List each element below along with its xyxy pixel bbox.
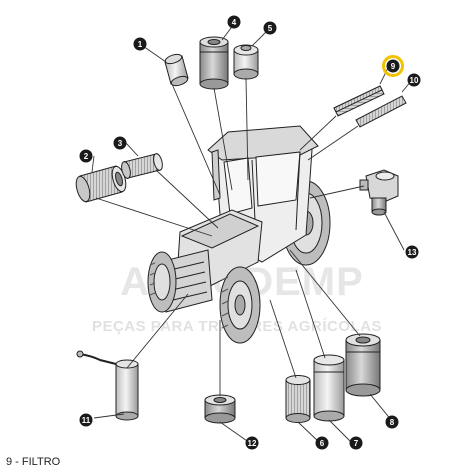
part-11-fuel-filter <box>76 350 139 421</box>
part-10-cabin-filter <box>355 95 407 128</box>
part-6-cartridge-filter <box>285 375 311 423</box>
callout-1[interactable]: 1 <box>133 37 147 51</box>
callout-9-highlighted[interactable]: 9 <box>382 55 404 77</box>
callout-1-label: 1 <box>138 40 143 49</box>
tractor-illustration <box>147 125 331 344</box>
callout-13[interactable]: 13 <box>405 245 419 259</box>
part-3-air-filter <box>121 153 163 179</box>
part-12-filter <box>204 394 236 424</box>
callout-11[interactable]: 11 <box>79 413 93 427</box>
callout-5[interactable]: 5 <box>263 21 277 35</box>
callout-12-label: 12 <box>248 439 257 448</box>
callout-6-label: 6 <box>320 439 325 448</box>
callout-2[interactable]: 2 <box>79 149 93 163</box>
callout-9-label: 9 <box>391 62 396 71</box>
part-13-filter-housing <box>359 169 399 216</box>
callout-7[interactable]: 7 <box>349 436 363 450</box>
callout-6[interactable]: 6 <box>315 436 329 450</box>
part-2-air-filter <box>75 165 127 203</box>
part-1-filter <box>164 53 189 87</box>
callout-10[interactable]: 10 <box>407 73 421 87</box>
callout-10-label: 10 <box>410 76 419 85</box>
callout-3-label: 3 <box>118 139 123 148</box>
part-4-filter <box>199 36 229 90</box>
callout-3[interactable]: 3 <box>113 136 127 150</box>
selected-part-caption: 9 - FILTRO <box>6 456 61 468</box>
callout-8-label: 8 <box>390 418 395 427</box>
callout-2-label: 2 <box>84 152 89 161</box>
part-8-canister-filter <box>345 333 381 397</box>
callout-4[interactable]: 4 <box>227 15 241 29</box>
leader-lines <box>91 23 413 444</box>
callout-7-label: 7 <box>354 439 359 448</box>
callout-13-label: 13 <box>408 248 417 257</box>
part-9-cabin-filter <box>333 85 385 117</box>
part-7-canister-filter <box>313 354 345 422</box>
callout-11-label: 11 <box>82 416 91 425</box>
callout-8[interactable]: 8 <box>385 415 399 429</box>
part-5-filter <box>233 44 259 80</box>
callout-4-label: 4 <box>232 18 237 27</box>
callout-5-label: 5 <box>268 24 273 33</box>
callout-12[interactable]: 12 <box>245 436 259 450</box>
